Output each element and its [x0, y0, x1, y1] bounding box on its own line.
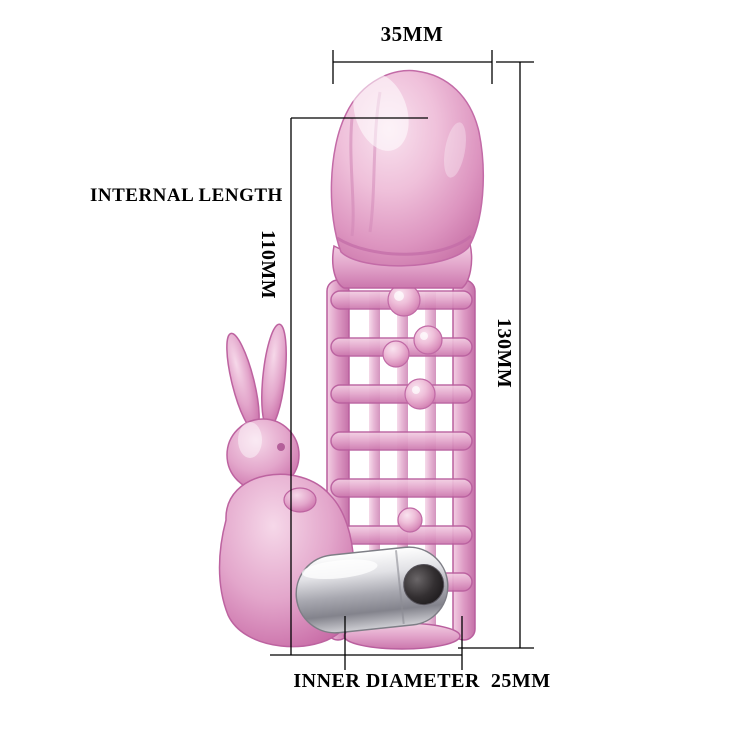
sleeve-nubs [382, 283, 443, 533]
sleeve-tip [330, 69, 485, 289]
dimension-25mm-lines [270, 616, 463, 670]
sleeve-cage [326, 279, 476, 650]
bullet-vibrator [295, 546, 449, 634]
dimension-label-130mm: 130MM [493, 318, 515, 389]
dimension-label-internal-length: INTERNAL LENGTH [90, 185, 283, 206]
bullet-button [403, 564, 444, 605]
dimension-110mm-lines [290, 117, 428, 655]
dimension-label-110mm: 110MM [257, 230, 279, 300]
dimension-label-35mm: 35MM [380, 22, 444, 46]
dimension-35mm-lines [332, 50, 493, 84]
rabbit-eye [277, 443, 285, 451]
dimension-130mm-lines [458, 61, 534, 649]
dimension-label-inner-diameter: INNER DIAMETER 25MM [293, 670, 551, 692]
